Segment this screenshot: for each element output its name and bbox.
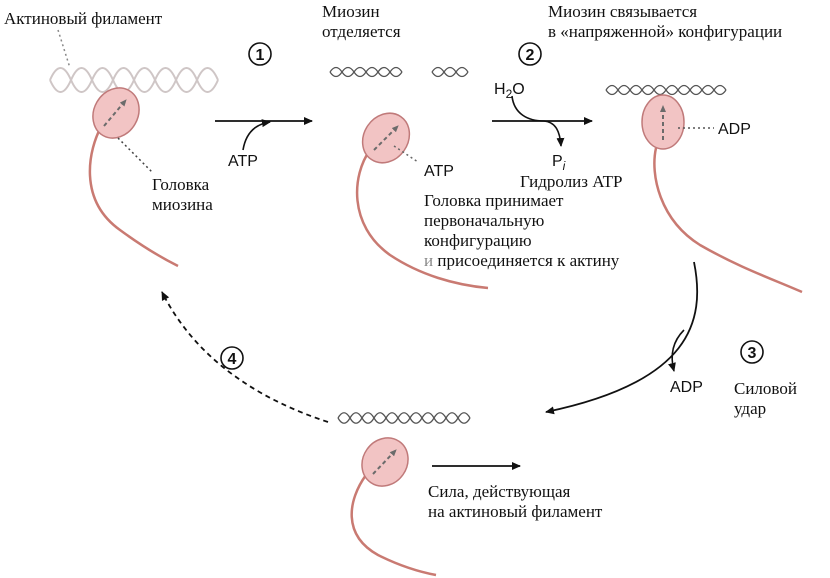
phosphate-sub: i xyxy=(563,159,566,173)
water-label: H2O xyxy=(494,81,525,101)
atp-binding-label: ATP xyxy=(228,153,258,170)
head-orientation-arrow-1 xyxy=(103,99,127,127)
myosin-detaches-line2: отделяется xyxy=(322,22,401,41)
adp-release-arrow xyxy=(668,329,685,372)
state-3-cocked: ADP Миозин связывается в «напряженной» к… xyxy=(548,2,803,294)
head-resumes-line4: и присоединяется к актину xyxy=(424,251,620,270)
phosphate-p: P xyxy=(552,153,563,170)
water-in-arrow xyxy=(511,95,565,147)
force-line1: Сила, действующая xyxy=(428,482,571,501)
myosin-head-label-line1: Головка xyxy=(152,175,210,194)
water-h: H xyxy=(494,81,506,98)
step-3-marker: 3 xyxy=(740,340,764,364)
actin-pointer-line xyxy=(57,29,71,69)
step-1-number: 1 xyxy=(256,47,265,64)
hydrolysis-label: Гидролиз ATP xyxy=(520,172,622,191)
myosin-tail-1 xyxy=(88,124,179,268)
force-line2: на актиновый филамент xyxy=(428,502,603,521)
head-resumes-conj: и xyxy=(424,251,433,270)
myosin-tail-2 xyxy=(355,149,489,290)
atp-binding-arrow xyxy=(242,119,271,151)
state-2-detached: ATP Миозин отделяется Головка принимает … xyxy=(322,2,620,290)
myosin-binds-line2: в «напряженной» конфигурации xyxy=(548,22,782,41)
head-resumes-line3: конфигурацию xyxy=(424,231,532,250)
adp-released-label: ADP xyxy=(670,379,703,396)
step-2-number: 2 xyxy=(526,47,535,64)
head-resumes-line2: первоначальную xyxy=(424,211,545,230)
power-stroke-line2: удар xyxy=(734,399,766,418)
head-orientation-arrow-2 xyxy=(373,125,399,151)
water-o: O xyxy=(512,81,524,98)
state-1-attached: Актиновый филамент Головка миозина xyxy=(4,9,219,268)
actin-filament-4 xyxy=(337,412,471,424)
actin-filament-1 xyxy=(49,67,219,93)
actin-filament-label: Актиновый филамент xyxy=(4,9,163,28)
power-stroke-line1: Силовой xyxy=(734,379,797,398)
head-resumes-line1: Головка принимает xyxy=(424,191,564,210)
phosphate-label: Pi xyxy=(552,153,566,173)
water-sub: 2 xyxy=(506,87,513,101)
myosin-tail-3 xyxy=(653,147,803,294)
myosin-binds-line1: Миозин связывается xyxy=(548,2,697,21)
actin-filament-2 xyxy=(329,66,469,78)
head-pointer-line xyxy=(117,137,153,173)
arrow-step-4-return xyxy=(161,291,329,423)
state-4-post-stroke: Сила, действующая на актиновый филамент xyxy=(337,412,603,577)
head-orientation-arrow-4 xyxy=(372,449,397,475)
arrow-step-3-power-stroke xyxy=(545,261,699,415)
atp-bound-label: ATP xyxy=(424,163,454,180)
step-4-number: 4 xyxy=(228,351,237,368)
myosin-tail-4 xyxy=(350,474,437,577)
head-resumes-rest: присоединяется к актину xyxy=(433,251,620,270)
adp-bound-label: ADP xyxy=(718,121,751,138)
step-4-marker: 4 xyxy=(220,346,244,370)
actin-filament-3 xyxy=(605,84,727,96)
step-3-number: 3 xyxy=(748,345,757,362)
myosin-head-label-line2: миозина xyxy=(152,195,213,214)
myosin-detaches-line1: Миозин xyxy=(322,2,380,21)
step-1-marker: 1 xyxy=(248,42,272,66)
step-2-marker: 2 xyxy=(518,42,542,66)
